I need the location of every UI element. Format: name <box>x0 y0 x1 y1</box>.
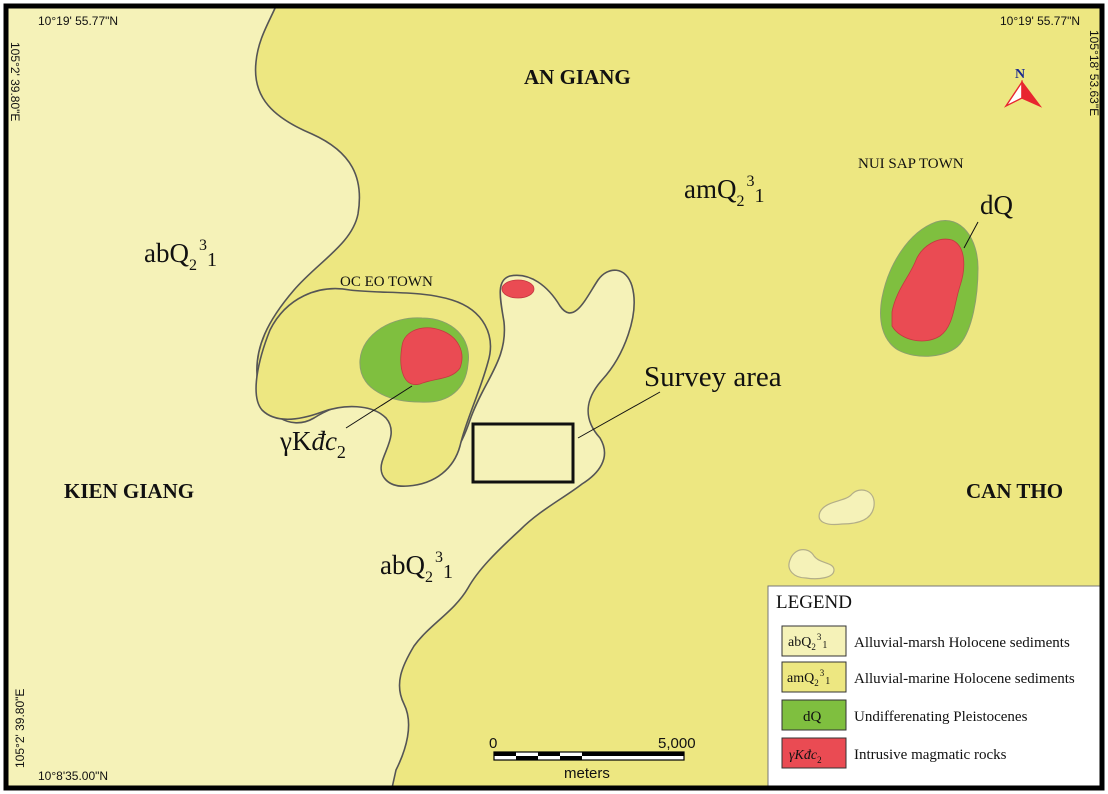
legend-desc: Intrusive magmatic rocks <box>854 747 1007 763</box>
unit-label-am-center: amQ231 <box>684 173 764 210</box>
legend-swatch <box>781 625 847 657</box>
town-nui-sap: NUI SAP TOWN <box>858 156 964 172</box>
unit-label-dq: dQ <box>980 190 1014 220</box>
north-letter: N <box>1015 67 1025 82</box>
oc-eo-intrusive-area <box>400 327 463 385</box>
scale-unit-label: meters <box>564 765 610 782</box>
light-patch-2 <box>788 549 835 580</box>
coord-left-top-lon: 105°2' 39.80"E <box>8 42 22 121</box>
legend-desc: Alluvial-marsh Holocene sediments <box>854 635 1070 651</box>
region-kien-giang: KIEN GIANG <box>64 479 194 503</box>
legend-title: LEGEND <box>776 592 852 613</box>
unit-label-ab-south: abQ231 <box>380 549 453 586</box>
legend-item-alluvial-marsh: abQ231 Alluvial-marsh Holocene sediments <box>781 625 1070 657</box>
coord-bottom-left-lat: 10°8'35.00"N <box>38 769 108 783</box>
legend-swatch <box>781 699 847 731</box>
alluvial-marsh-west-area <box>5 5 635 789</box>
coord-left-bottom-lon: 105°2' 39.80"E <box>13 689 27 768</box>
north-arrow-icon: N <box>1003 67 1043 108</box>
survey-area-label: Survey area <box>644 361 782 393</box>
legend-swatch <box>781 661 847 693</box>
legend-swatch-code: abQ231 <box>788 632 827 652</box>
survey-leader-line <box>577 391 661 439</box>
light-patch-1 <box>818 489 875 526</box>
legend-swatch-code: amQ231 <box>787 668 830 688</box>
unit-label-ab-west: abQ231 <box>144 237 217 274</box>
unit-label-gk: γKđc2 <box>279 426 346 462</box>
legend: LEGEND abQ231 Alluvial-marsh Holocene se… <box>767 585 1103 789</box>
small-intrusive-cap <box>501 279 535 299</box>
scale-end-label: 5,000 <box>658 735 696 752</box>
legend-swatch <box>781 737 847 769</box>
town-oc-eo: OC EO TOWN <box>340 274 433 290</box>
legend-desc: Alluvial-marine Holocene sediments <box>854 671 1075 687</box>
legend-desc: Undifferenating Pleistocenes <box>854 709 1028 725</box>
survey-area-box <box>471 422 575 484</box>
gk-leader-line <box>345 385 413 429</box>
nui-sap-intrusive-area <box>891 238 965 342</box>
coord-top-right-lat: 10°19' 55.77"N <box>1000 14 1080 28</box>
legend-swatch-code: dQ <box>803 709 822 725</box>
map-frame <box>3 3 1105 791</box>
coord-top-left-lat: 10°19' 55.77"N <box>38 14 118 28</box>
legend-item-pleistocene: dQ Undifferenating Pleistocenes <box>781 699 1028 731</box>
legend-item-alluvial-marine: amQ231 Alluvial-marine Holocene sediment… <box>781 661 1075 693</box>
scale-start-label: 0 <box>489 735 497 752</box>
coord-right-top-lon: 105°18' 53.63"E <box>1087 30 1101 116</box>
legend-item-intrusive: γKđc2 Intrusive magmatic rocks <box>781 737 1007 769</box>
legend-swatch-code: γKđc2 <box>789 748 822 765</box>
scale-bar: 0 5,000 meters <box>489 735 696 782</box>
dq-leader-line <box>963 221 979 249</box>
region-an-giang: AN GIANG <box>524 65 631 89</box>
region-can-tho: CAN THO <box>966 479 1063 503</box>
